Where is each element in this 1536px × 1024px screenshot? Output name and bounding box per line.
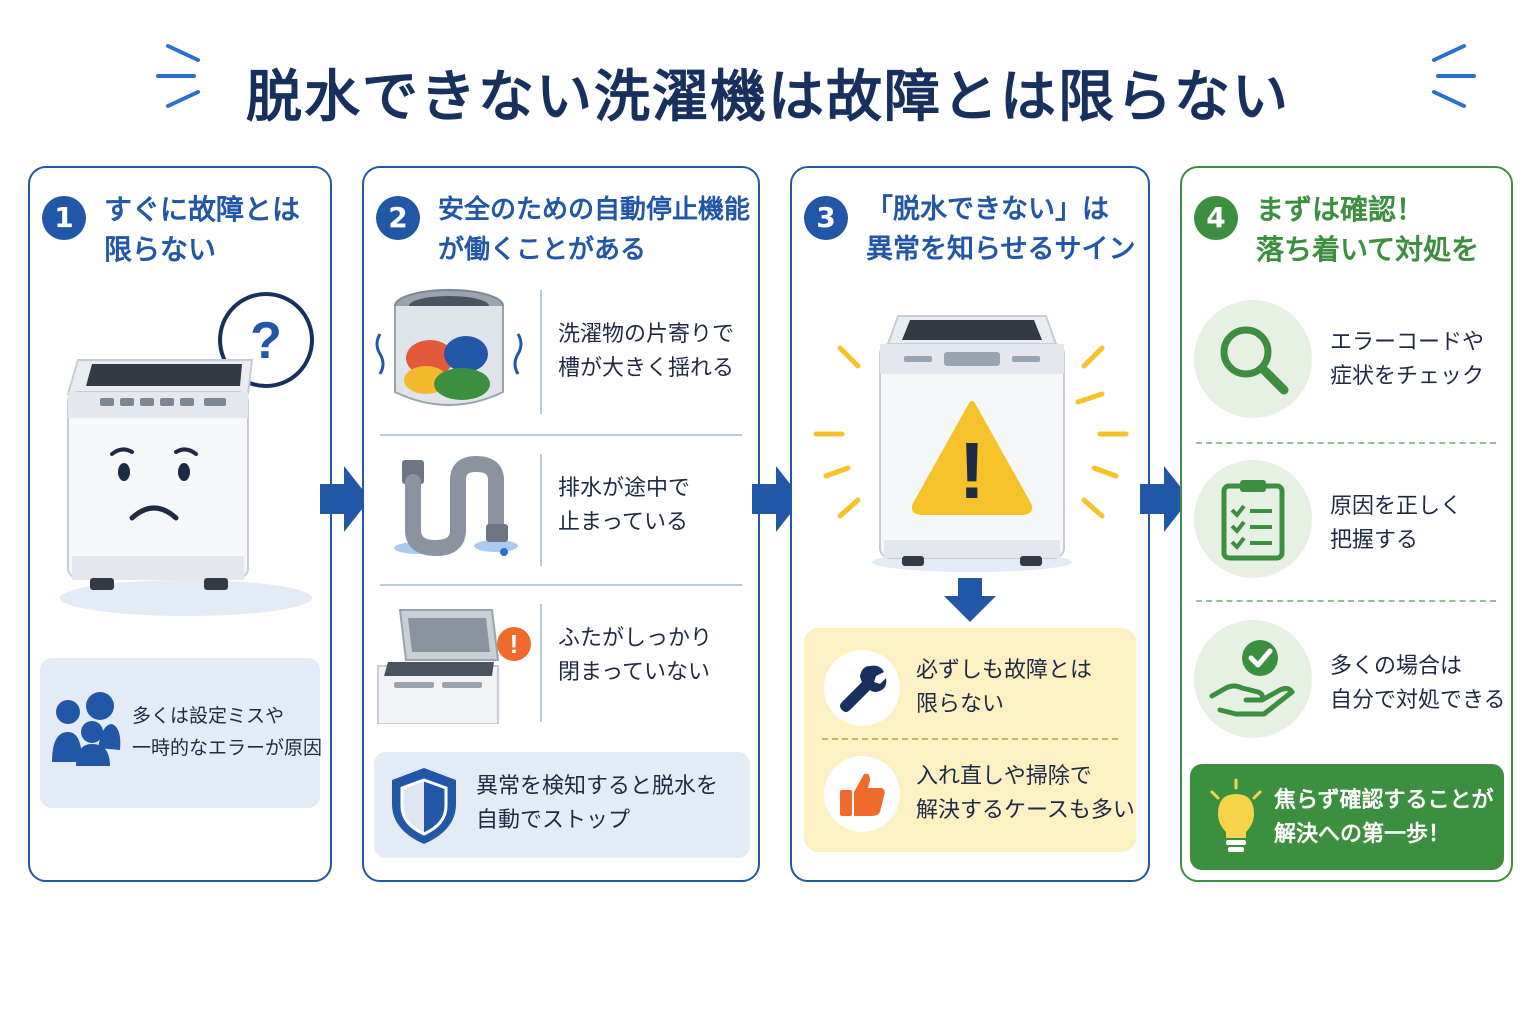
unbalanced-drum-icon <box>375 289 523 406</box>
panel-4: 4 まずは確認！ 落ち着いて対処を エラーコードや 症状をチェック 原因を正しく… <box>1180 166 1513 882</box>
panel-4-title: まずは確認！ 落ち着いて対処を <box>1256 193 1480 266</box>
step-number-1: 1 <box>42 196 86 240</box>
svg-text:?: ? <box>250 312 282 370</box>
divider <box>540 604 542 722</box>
panel-3-note: 必ずしも故障とは 限らない 入れ直しや掃除で 解決するケースも多い <box>804 628 1136 852</box>
arrow-right-icon <box>752 466 802 532</box>
arrow-right-icon <box>1140 466 1190 532</box>
title-area: 脱水できない洗濯機は故障とは限らない <box>0 40 1536 140</box>
divider <box>540 454 542 566</box>
drain-hose-icon <box>394 455 518 557</box>
divider <box>1196 600 1496 602</box>
hand-check-badge <box>1194 620 1312 738</box>
title-burst-left-icon <box>156 44 200 108</box>
panel-2-item-2-text: 排水が途中で 止まっている <box>558 476 691 535</box>
panel-4-note: 焦らず確認することが 解決への第一歩！ <box>1190 764 1504 870</box>
hand-check-icon <box>1209 640 1295 717</box>
panel-2: 2 安全のための自動停止機能 が働くことがある 洗濯物の片寄りで 槽が大きく揺れ… <box>362 166 760 882</box>
panel-1-note: 多くは設定ミスや 一時的なエラーが原因 <box>40 658 323 808</box>
magnifier-icon <box>1220 326 1289 395</box>
open-lid-washer-icon: ! <box>377 609 531 724</box>
panel-3-item-2-text: 入れ直しや掃除で 解決するケースも多い <box>916 764 1135 823</box>
sad-washing-machine-icon: ? <box>60 292 314 616</box>
panel-3-title: 「脱水できない」は 異常を知らせるサイン <box>866 194 1136 265</box>
divider <box>540 290 542 414</box>
svg-text:!: ! <box>510 629 519 659</box>
panel-4-item-2-text: 原因を正しく 把握する <box>1330 494 1463 553</box>
step-number-3: 3 <box>804 196 848 240</box>
title-burst-right-icon <box>1432 44 1476 108</box>
clipboard-badge <box>1194 460 1312 578</box>
wrench-badge <box>824 650 900 726</box>
panel-2-note-text: 異常を検知すると脱水を 自動でストップ <box>476 774 719 833</box>
wrench-icon <box>840 665 887 712</box>
panel-1-note-text: 多くは設定ミスや 一時的なエラーが原因 <box>132 705 323 759</box>
panel-2-item-1-text: 洗濯物の片寄りで 槽が大きく揺れる <box>558 322 735 381</box>
shield-icon <box>392 768 456 844</box>
panel-4-item-3-text: 多くの場合は 自分で対処できる <box>1330 654 1506 713</box>
step-number-2: 2 <box>376 196 420 240</box>
lightbulb-icon <box>1210 778 1262 852</box>
svg-text:!: ! <box>959 426 986 515</box>
arrow-right-icon <box>320 466 370 532</box>
panel-1-title: すぐに故障とは 限らない <box>104 193 301 266</box>
people-group-icon <box>52 692 121 766</box>
thumbs-up-badge <box>824 756 900 832</box>
panel-2-title: 安全のための自動停止機能 が働くことがある <box>438 195 751 265</box>
panel-3: 3 「脱水できない」は 異常を知らせるサイン ! <box>790 166 1150 882</box>
magnifier-badge <box>1194 300 1312 418</box>
panel-1: 1 すぐに故障とは 限らない ? <box>28 166 332 882</box>
panel-4-item-1-text: エラーコードや 症状をチェック <box>1330 330 1485 389</box>
divider <box>380 584 742 586</box>
thumbs-up-icon <box>840 773 885 816</box>
warning-washing-machine-icon: ! <box>813 315 1129 572</box>
divider <box>380 434 742 436</box>
divider <box>822 738 1118 740</box>
panel-4-note-text: 焦らず確認することが 解決への第一歩！ <box>1274 788 1494 847</box>
page-title: 脱水できない洗濯機は故障とは限らない <box>246 65 1290 130</box>
step-number-4: 4 <box>1194 196 1238 240</box>
panel-2-item-3-text: ふたがしっかり 閉まっていない <box>558 626 713 685</box>
clipboard-checklist-icon <box>1221 480 1285 561</box>
panel-3-item-1-text: 必ずしも故障とは 限らない <box>916 658 1093 717</box>
panel-2-note: 異常を検知すると脱水を 自動でストップ <box>374 752 750 858</box>
arrow-down-icon <box>944 578 996 622</box>
divider <box>1196 442 1496 444</box>
